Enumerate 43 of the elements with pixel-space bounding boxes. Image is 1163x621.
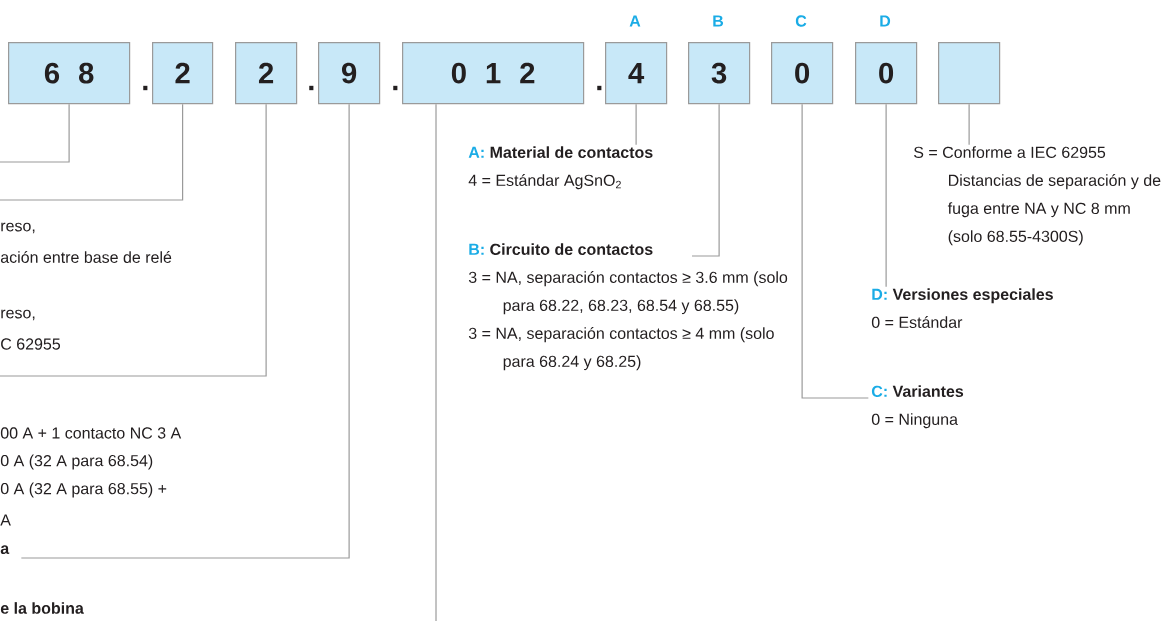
position-letter: D bbox=[880, 15, 891, 27]
description-text: A: Material de contactos 4 = Estándar AgSnO$_{2}$ bbox=[468, 146, 653, 190]
leader-line bbox=[435, 103, 437, 621]
text-fragment: A bbox=[0, 514, 11, 526]
description-text: D: Versiones especiales 0 = Estándar bbox=[871, 288, 1053, 328]
code-box: 3 bbox=[688, 42, 751, 105]
position-letter: C bbox=[795, 15, 807, 27]
code-box: 2 bbox=[152, 42, 214, 105]
leader-line bbox=[801, 103, 869, 399]
leader-line bbox=[0, 103, 267, 377]
separator-dot: . bbox=[309, 85, 314, 91]
code-box: 0 bbox=[855, 42, 918, 105]
description-text: B: Circuito de contactos 3 = NA, separación contactos ≥ 3.6 mm (solo para 68.22, 68.23, 68.54 y 68.55) 3 = NA, separación contactos ≥ 4 mm (solo para 68.24 y 68.25) bbox=[468, 243, 788, 371]
leader-line bbox=[0, 103, 184, 201]
separator-dot: . bbox=[393, 85, 398, 91]
leader-line bbox=[20, 103, 350, 559]
leader-line bbox=[0, 103, 70, 163]
text-fragment: C 62955 bbox=[1, 338, 61, 350]
code-box: 0 bbox=[771, 42, 834, 105]
position-letter: A bbox=[629, 15, 641, 27]
text-fragment: ación entre base de relé bbox=[0, 251, 172, 263]
text-fragment: reso, bbox=[1, 309, 35, 321]
description-text: S = Conforme a IEC 62955 Distancias de separación y de fuga entre NA y NC 8 mm (solo 68.55-4300S) bbox=[914, 146, 1161, 246]
text-fragment: reso, bbox=[1, 222, 35, 234]
code-box: 4 bbox=[605, 42, 668, 105]
leader-line bbox=[968, 103, 970, 146]
position-letter: B bbox=[713, 15, 724, 27]
leader-line bbox=[691, 103, 720, 257]
leader-line bbox=[635, 103, 637, 146]
separator-dot: . bbox=[143, 85, 148, 91]
code-box: 2 bbox=[235, 42, 298, 105]
separator-dot: . bbox=[597, 85, 602, 91]
description-text: a bbox=[0, 545, 10, 555]
description-text: C: Variantes 0 = Ninguna bbox=[871, 385, 964, 429]
text-fragment: 0 A (32 A para 68.55) + bbox=[0, 482, 167, 498]
text-fragment: 00 A + 1 contacto NC 3 A bbox=[0, 427, 182, 439]
code-box bbox=[938, 42, 1001, 105]
code-box: 0 1 2 bbox=[402, 42, 585, 105]
code-box: 6 8 bbox=[8, 42, 131, 105]
code-box: 9 bbox=[318, 42, 381, 105]
leader-line bbox=[885, 103, 887, 288]
text-fragment: e la bobina bbox=[0, 602, 84, 614]
text-fragment: 0 A (32 A para 68.54) bbox=[0, 454, 153, 470]
